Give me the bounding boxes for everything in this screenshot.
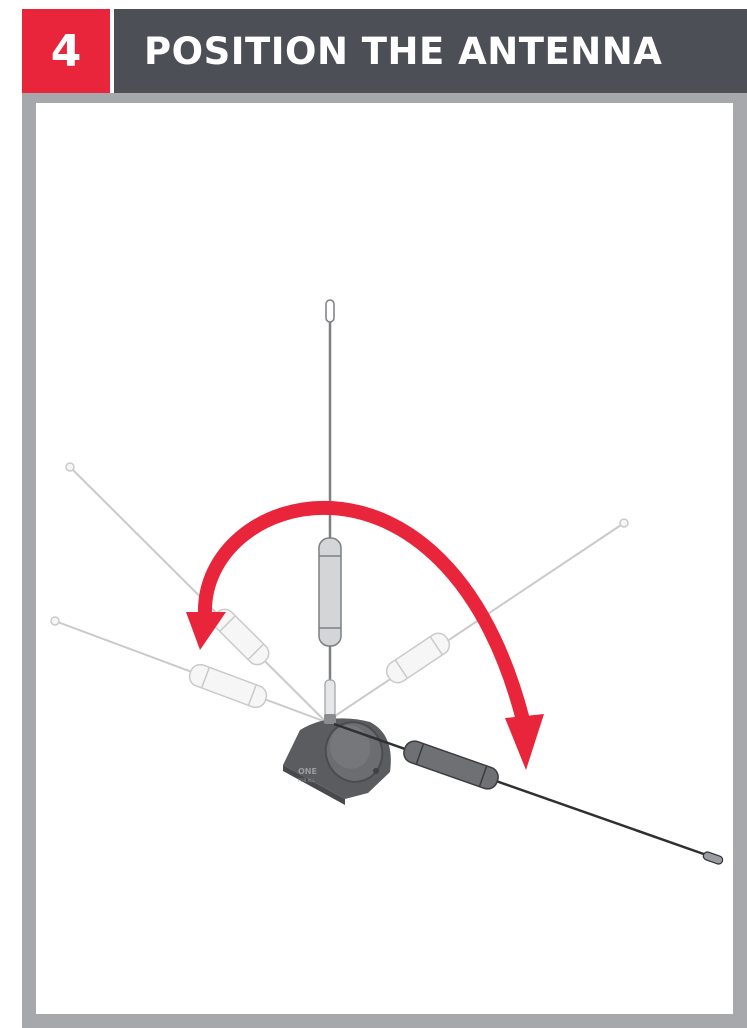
illustration-frame — [22, 93, 747, 1028]
antenna-base: ONE FOR ALL — [283, 714, 391, 805]
antenna-active-right — [333, 722, 724, 865]
antenna-ghost-right — [325, 518, 629, 723]
rotation-arrow — [186, 500, 544, 770]
step-title: POSITION THE ANTENNA — [114, 9, 747, 93]
header-divider — [110, 9, 114, 93]
antenna-ghost-lower-left — [50, 616, 327, 723]
antenna-ghost-upper-left — [65, 462, 327, 723]
step-number: 4 — [22, 9, 110, 93]
illustration-area — [36, 103, 733, 1014]
antenna-vertical — [318, 299, 342, 721]
step-header: 4 POSITION THE ANTENNA — [22, 9, 747, 93]
base-logo-line1: ONE — [298, 767, 317, 776]
base-logo-line2: FOR ALL — [298, 778, 315, 783]
